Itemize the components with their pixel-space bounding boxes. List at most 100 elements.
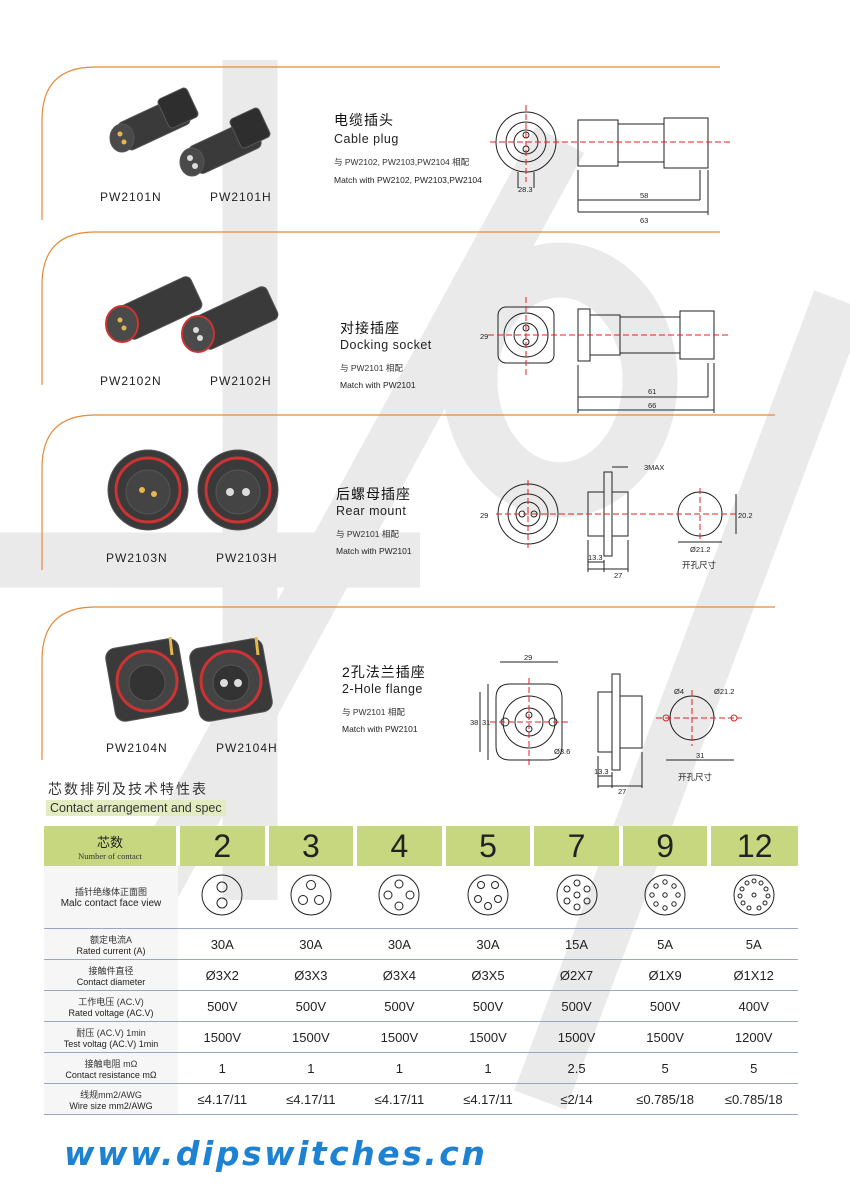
table-cell: 1500V — [178, 1021, 267, 1053]
match-note-cn: 与 PW2101 相配 — [336, 529, 399, 539]
model-h-label: PW2103H — [216, 551, 278, 565]
contact-count: 4 — [390, 827, 409, 864]
table-cell: 500V — [355, 990, 444, 1022]
product-title-cn: 2孔法兰插座 — [342, 664, 426, 680]
header-label-cell: 芯数 Number of contact — [44, 826, 180, 866]
table-cell: ≤4.17/11 — [266, 1083, 356, 1115]
row-label-cn: 接触电阻 mΩ — [84, 1058, 138, 1069]
table-cell: 500V — [443, 990, 533, 1022]
table-cell: 1 — [443, 1052, 533, 1084]
dim-label: Ø4 — [674, 687, 684, 696]
dim-label: 58 — [640, 191, 648, 200]
table-cell: 500V — [620, 990, 710, 1022]
table-cell: 30A — [443, 928, 533, 960]
row-label-en: Rated current (A) — [76, 945, 146, 956]
table-cell: 400V — [709, 990, 798, 1022]
match-note-cn: 与 PW2101 相配 — [342, 707, 405, 717]
match-note-cn: 与 PW2102, PW2103,PW2104 相配 — [334, 157, 470, 167]
dim-label: 31 — [696, 751, 704, 760]
contact-face-9pin — [644, 874, 686, 915]
table-cell: ≤4.17/11 — [355, 1083, 444, 1115]
cable-plug-drawing: 28.3 58 63 — [490, 105, 730, 225]
dim-label: 61 — [648, 387, 656, 396]
contact-face-5pin — [467, 874, 509, 915]
row-label-cn: 接触件直径 — [88, 965, 134, 976]
table-header-row: 芯数 Number of contact 2 3 4 5 7 9 12 — [44, 826, 798, 866]
row-label-cn: 耐压 (AC.V) 1min — [76, 1027, 146, 1038]
product-title-en: Rear mount — [336, 504, 407, 518]
product-title-en: 2-Hole flange — [342, 682, 423, 696]
match-note-en: Match with PW2102, PW2103,PW2104 — [334, 175, 482, 185]
dim-label: 28.3 — [518, 185, 533, 194]
table-cell: 1500V — [620, 1021, 710, 1053]
table-cell: 2.5 — [532, 1052, 621, 1084]
section-frames — [41, 66, 775, 760]
model-h-label: PW2101H — [210, 190, 272, 204]
table-cell: 500V — [178, 990, 267, 1022]
table-cell: 30A — [266, 928, 356, 960]
dim-label: 13.3 — [588, 553, 603, 562]
model-h-label: PW2102H — [210, 374, 272, 388]
row-label-en: Contact diameter — [76, 976, 146, 987]
row-label-en: Wire size mm2/AWG — [69, 1100, 153, 1111]
product-title-cn: 电缆插头 — [334, 112, 394, 128]
table-cell: 30A — [355, 928, 444, 960]
spec-heading-cn: 芯数排列及技术特性表 — [48, 781, 208, 797]
contact-count: 3 — [301, 827, 320, 864]
model-n-label: PW2104N — [106, 741, 168, 755]
dim-label: 20.2 — [738, 511, 753, 520]
dim-label: 31 — [482, 718, 490, 727]
website-link[interactable]: www.dipswitches.cn — [64, 1134, 488, 1173]
table-cell: 5A — [709, 928, 798, 960]
row-label-en: Rated voltage (AC.V) — [68, 1007, 154, 1018]
model-n-label: PW2103N — [106, 551, 168, 565]
table-cell: 5 — [620, 1052, 710, 1084]
row-label-en: Test voltag (AC.V) 1min — [63, 1038, 159, 1049]
dim-label: Ø21.2 — [714, 687, 734, 696]
table-cell: ≤0.785/18 — [709, 1083, 798, 1115]
table-cell: Ø3X5 — [443, 959, 533, 991]
contact-face-7pin — [556, 874, 598, 915]
table-cell: 500V — [532, 990, 621, 1022]
contact-face-2pin — [201, 874, 243, 915]
cable-plug-photo — [109, 87, 271, 177]
contact-count: 12 — [736, 827, 773, 864]
table-cell: ≤2/14 — [532, 1083, 621, 1115]
dim-label: 27 — [618, 787, 626, 794]
table-cell: Ø3X4 — [355, 959, 444, 991]
match-note-en: Match with PW2101 — [336, 546, 412, 556]
table-cell: 500V — [266, 990, 356, 1022]
rear-mount-photo — [107, 449, 279, 531]
contact-count: 9 — [656, 827, 674, 864]
table-cell: Ø1X12 — [709, 959, 798, 991]
row-label-cn: 插针绝缘体正面图 — [74, 887, 147, 897]
table-cell: 15A — [532, 928, 621, 960]
row-label-cn: 工作电压 (AC.V) — [78, 996, 144, 1007]
table-cell: 1500V — [443, 1021, 533, 1053]
table-cell: 1500V — [532, 1021, 621, 1053]
contact-face-12pin — [733, 874, 775, 915]
flange-socket-drawing: 29 38 31 Ø3.6 13.3 27 Ø4 Ø21.2 31 开孔尺寸 — [470, 653, 742, 794]
table-cell: 5 — [709, 1052, 798, 1084]
spec-heading-en: Contact arrangement and spec — [46, 800, 226, 816]
rear-mount-drawing: 29 3MAX 13.3 27 Ø21.2 20.2 开孔尺寸 — [480, 463, 753, 580]
dim-label: 13.3 — [594, 767, 609, 776]
hole-size-label: 开孔尺寸 — [682, 560, 717, 570]
table-row-rated-voltage: 工作电压 (AC.V)Rated voltage (AC.V) 500V 500… — [44, 990, 798, 1022]
docking-socket-drawing: 29 61 66 — [480, 297, 728, 413]
dim-label: Ø21.2 — [690, 545, 710, 554]
table-cell: Ø2X7 — [532, 959, 621, 991]
match-note-cn: 与 PW2101 相配 — [340, 363, 403, 373]
dim-label: 3MAX — [644, 463, 664, 472]
product-title-cn: 后螺母插座 — [336, 486, 411, 502]
table-cell: Ø1X9 — [620, 959, 710, 991]
table-cell: 1500V — [355, 1021, 444, 1053]
table-cell: 1 — [355, 1052, 444, 1084]
hole-size-label: 开孔尺寸 — [678, 772, 713, 782]
table-cell: ≤4.17/11 — [443, 1083, 533, 1115]
contact-count: 5 — [479, 827, 497, 864]
